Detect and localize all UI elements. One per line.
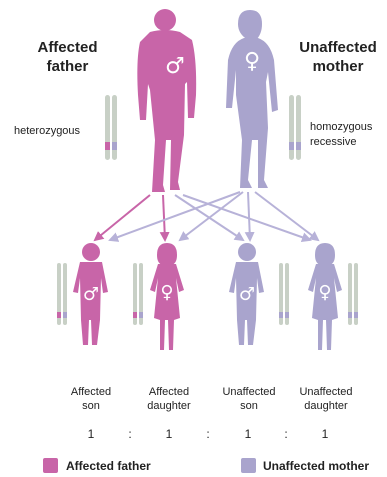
child-label-unaffected-son: Unaffected son: [212, 385, 286, 413]
ratio-unaffected-son: 1: [238, 427, 258, 441]
arrow-father-to-unaffected-daughter: [183, 195, 310, 240]
legend-affected-swatch: [43, 458, 58, 473]
ratio-separator: :: [276, 427, 296, 441]
ratio-separator: :: [198, 427, 218, 441]
child-label-unaffected-daughter: Unaffected daughter: [289, 385, 363, 413]
legend-unaffected-swatch: [241, 458, 256, 473]
son-symbol-icon: ♂: [239, 284, 255, 305]
mother-symbol-icon: ♀: [244, 49, 260, 74]
affected-daughter-chromosomes: [133, 263, 143, 325]
arrow-mother-to-unaffected-daughter: [255, 192, 318, 240]
mother-figure: [226, 10, 278, 188]
inheritance-arrows: [95, 192, 318, 240]
child-label-affected-son: Affected son: [56, 385, 126, 413]
ratio-affected-son: 1: [81, 427, 101, 441]
legend-affected-label: Affected father: [66, 459, 151, 473]
mother-title: Unaffected mother: [292, 38, 384, 76]
daughter-symbol-icon: ♀: [160, 282, 173, 303]
legend-unaffected-label: Unaffected mother: [263, 459, 387, 473]
ratio-separator: :: [120, 427, 140, 441]
father-figure: [137, 9, 196, 192]
arrow-father-to-daughter: [163, 195, 165, 240]
unaffected-son-chromosomes: [279, 263, 289, 325]
ratio-affected-daughter: 1: [159, 427, 179, 441]
mother-genotype: homozygous recessive: [310, 120, 387, 150]
son-symbol-icon: ♂: [83, 284, 99, 305]
father-title: Affected father: [30, 38, 105, 76]
unaffected-daughter-chromosomes: [348, 263, 358, 325]
father-symbol-icon: ♂: [165, 54, 185, 79]
arrow-father-to-son: [95, 195, 150, 240]
arrow-mother-to-son: [110, 192, 240, 240]
mother-chromosomes: [289, 95, 301, 160]
child-label-affected-daughter: Affected daughter: [132, 385, 206, 413]
ratio-unaffected-daughter: 1: [315, 427, 335, 441]
arrow-mother-to-unaffected-son: [248, 192, 250, 240]
daughter-symbol-icon: ♀: [318, 282, 331, 303]
affected-son-chromosomes: [57, 263, 67, 325]
father-chromosomes: [105, 95, 117, 160]
father-genotype: heterozygous: [14, 124, 104, 139]
